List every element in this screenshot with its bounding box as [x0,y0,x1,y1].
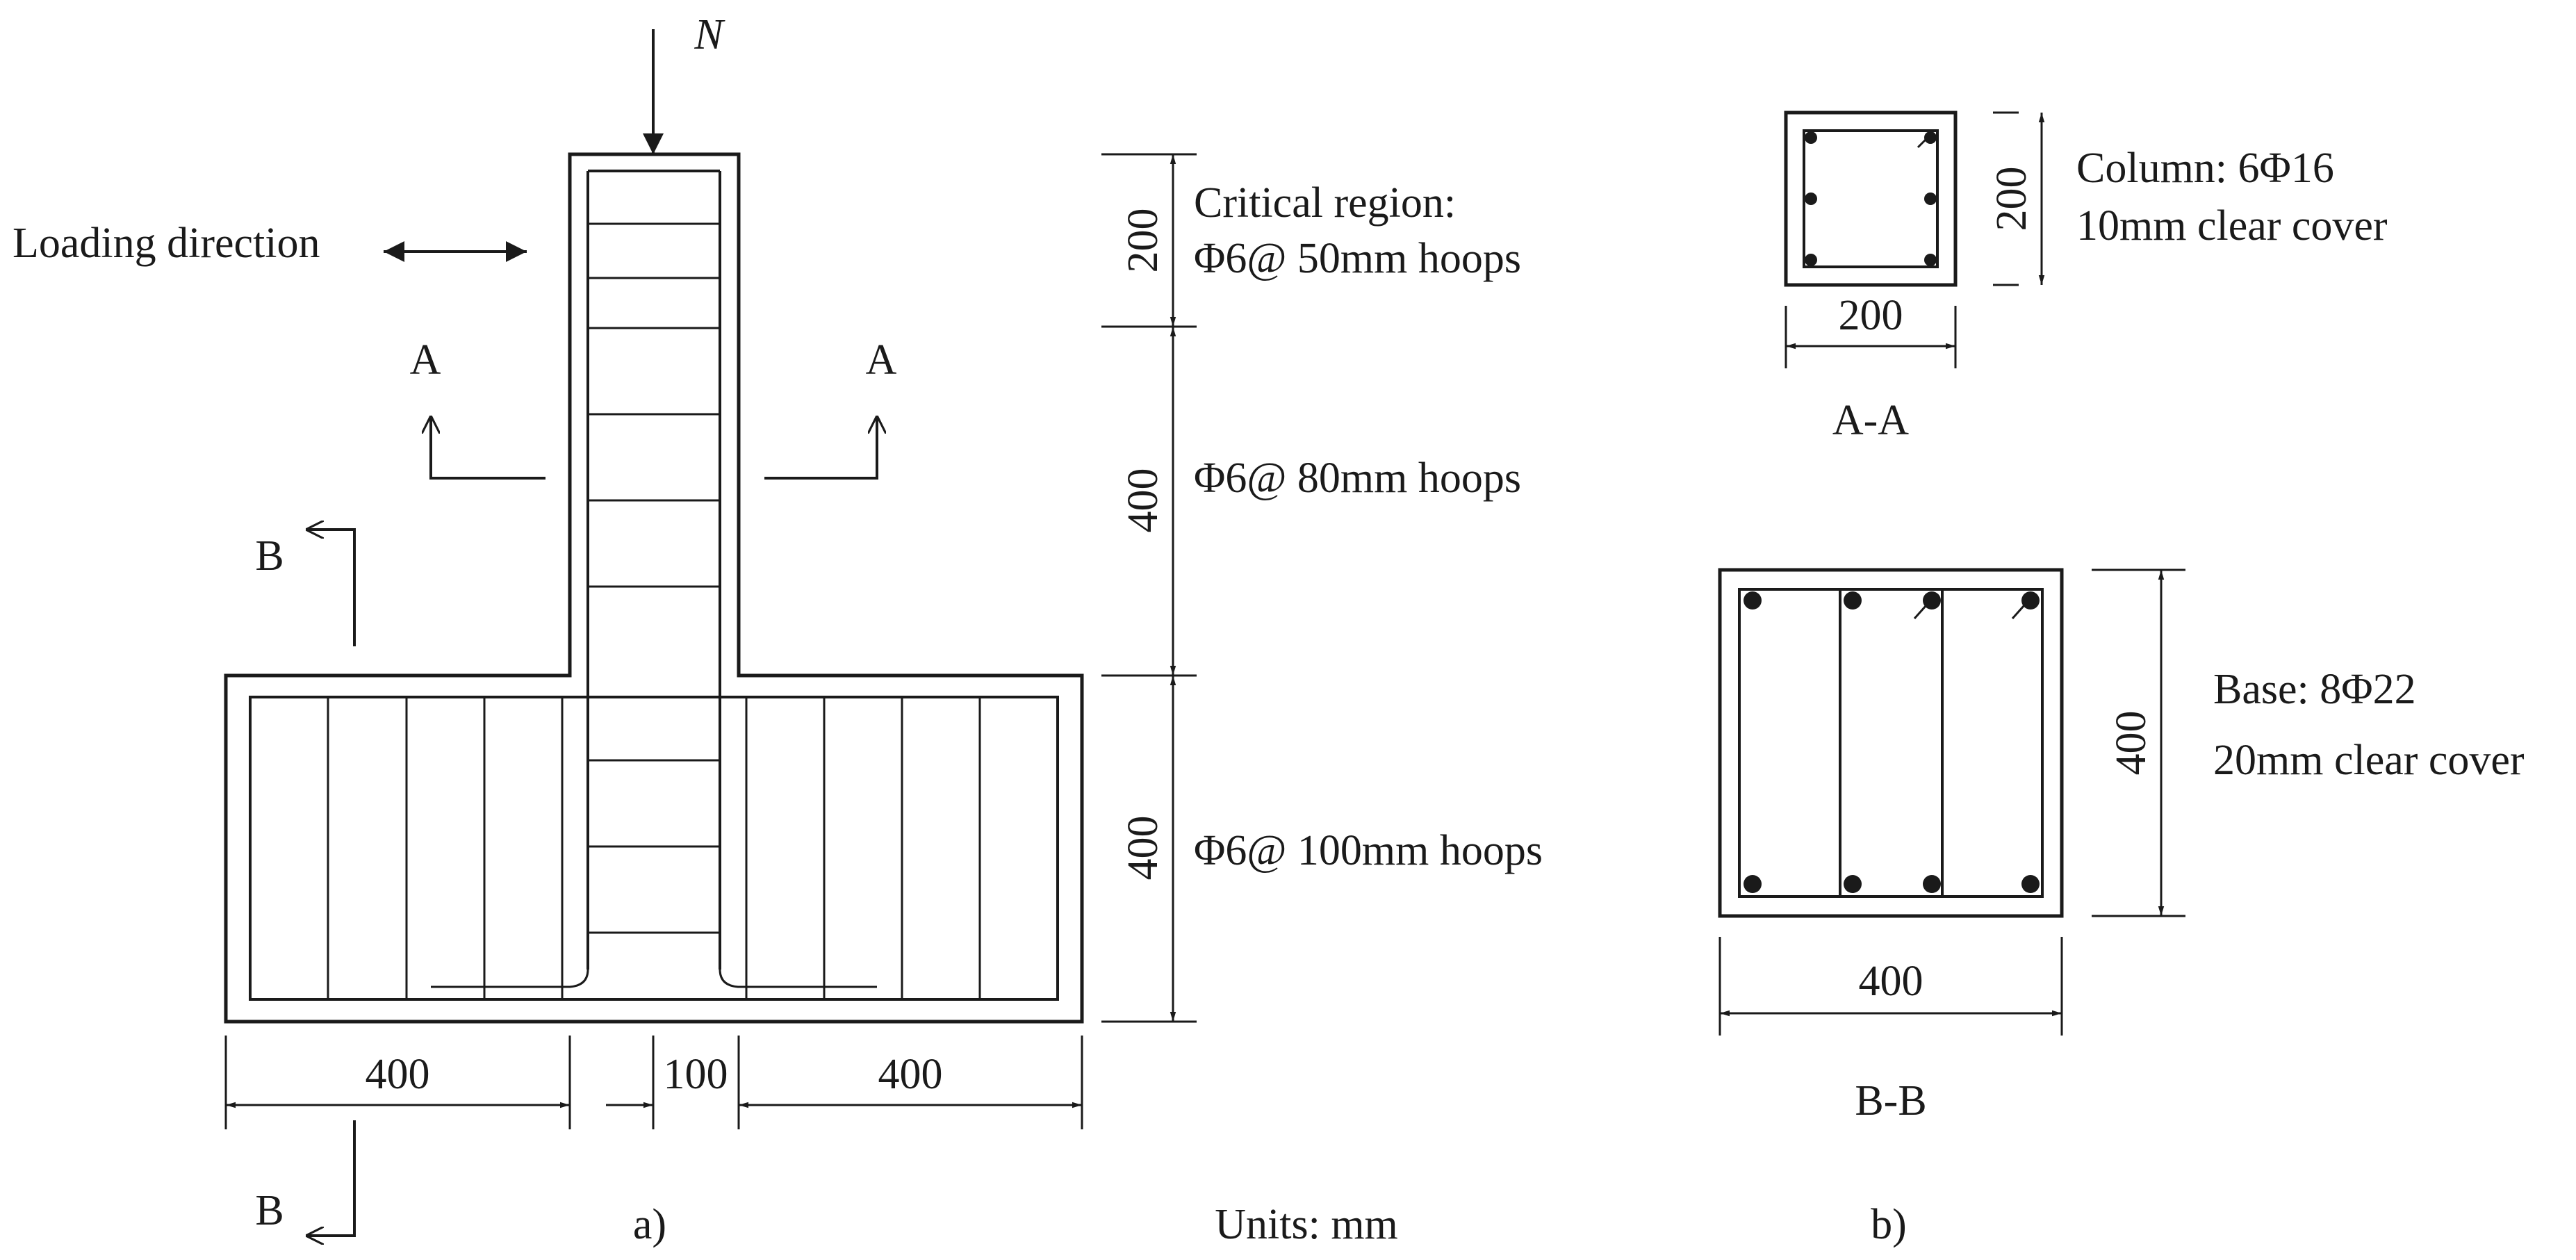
section-b-top-letter: B [255,532,284,580]
units-note: Units: mm [1215,1201,1398,1248]
column-hoop [1803,129,1939,268]
axial-load-label: N [694,11,725,58]
bb-title: B-B [1855,1077,1926,1124]
base-hoop [1738,588,2044,898]
caption-a: a) [633,1201,666,1248]
aa-width: 200 [1839,292,1903,339]
base-rebar-dots [1744,591,2040,893]
section-a-marks: A A [410,336,897,480]
base-cover-label: 20mm clear cover [2213,737,2525,784]
section-a-right-letter: A [866,336,897,384]
column-rebar-label: Column: 6Φ16 [2076,145,2334,192]
section-a-left-letter: A [410,336,441,384]
specimen-outline [224,152,1084,1024]
base-rebar-label: Base: 8Φ22 [2213,666,2416,713]
base-section-outline [1718,568,2064,918]
hoop-spacing-top: Φ6@ 50mm hoops [1194,235,1521,282]
bb-width: 400 [1859,958,1923,1005]
zone-height-top: 200 [1119,208,1167,273]
critical-region-label: Critical region: [1194,179,1456,227]
zone-height-middle: 400 [1119,468,1167,533]
hoop-spacing-bottom: Φ6@ 100mm hoops [1194,827,1543,874]
vertical-dimensions: 200 400 400 [1101,153,1197,1023]
section-bb: 400 400 B-B Base: 8Φ22 20mm clear cover [1718,568,2525,1124]
width-left: 400 [366,1051,430,1098]
horizontal-dimensions: 400 100 400 [224,1036,1083,1129]
section-b-marks: B B [255,530,356,1236]
zone-height-bottom: 400 [1119,816,1167,881]
elevation-view: N Loading direction [13,11,1543,1248]
bb-height: 400 [2108,711,2155,776]
hoop-spacing-middle: Φ6@ 80mm hoops [1194,455,1521,502]
base-reinforcement [249,696,1059,1001]
width-right: 400 [878,1051,943,1098]
width-center: 100 [664,1051,728,1098]
column-cover-label: 10mm clear cover [2076,202,2388,249]
caption-b: b) [1871,1201,1907,1248]
section-b-bottom-letter: B [255,1187,284,1234]
section-aa: 200 200 A-A Column: 6Φ16 10mm clear cove… [1784,111,2388,444]
column-rebar-dots [1805,131,1937,266]
aa-height: 200 [1988,167,2035,231]
aa-title: A-A [1832,397,1909,444]
loading-direction-label: Loading direction [13,220,320,267]
column-section-outline [1784,111,1958,287]
column-reinforcement [431,170,877,988]
